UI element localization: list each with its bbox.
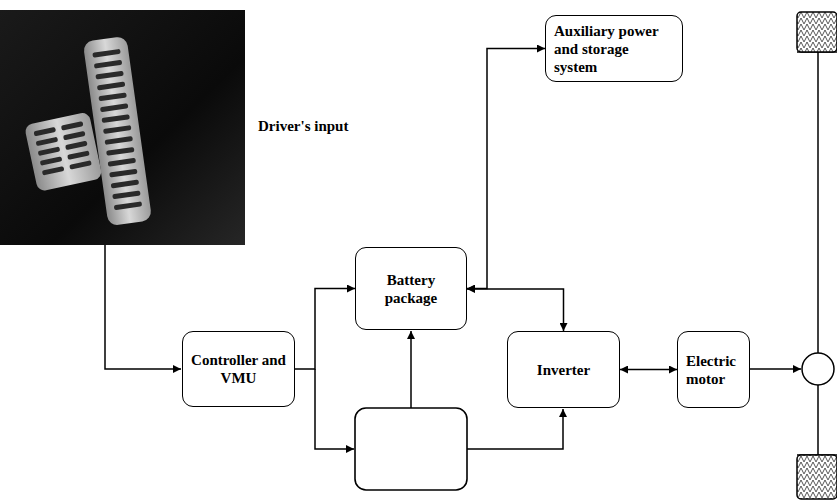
connector [620, 369, 677, 371]
input-label: Driver's input [258, 118, 348, 135]
motor-box: Electric motor [677, 331, 750, 408]
connector [467, 49, 545, 289]
box-label: Battery package [364, 271, 458, 307]
inverter-box: Inverter [507, 331, 620, 408]
wheel-axle [750, 12, 837, 499]
connector [295, 289, 355, 370]
up-wire [410, 331, 412, 408]
box-label: Electric motor [686, 352, 741, 388]
box-label: Controller and VMU [191, 351, 286, 387]
battery-box: Battery package [355, 247, 467, 330]
branch-wire [315, 369, 354, 449]
storage-box: Auxiliary power and storage system [545, 15, 683, 82]
pedal-photo [0, 10, 245, 245]
input-wire [105, 245, 181, 369]
inverter-feed-wire [467, 409, 563, 449]
controller-box: Controller and VMU [182, 331, 295, 407]
box-label: Inverter [537, 361, 590, 379]
empty-box [355, 408, 467, 490]
box-label: Auxiliary power and storage system [554, 22, 674, 76]
connector [467, 289, 564, 331]
